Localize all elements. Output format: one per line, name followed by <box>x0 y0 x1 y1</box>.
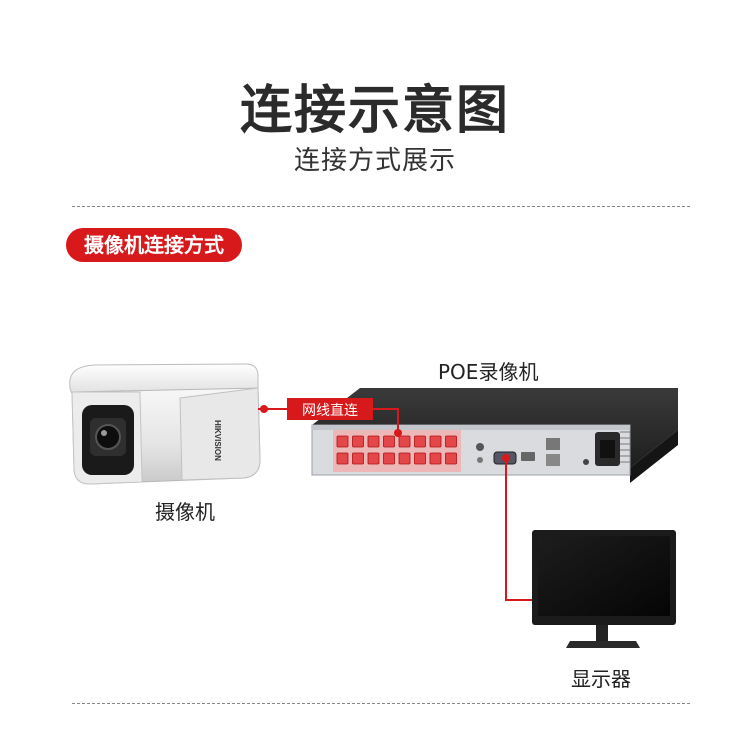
nvr-label: POE录像机 <box>438 360 539 384</box>
cable-label-bg <box>287 398 373 420</box>
poe-port <box>383 452 395 465</box>
top-divider <box>72 206 690 207</box>
poe-port <box>352 452 364 465</box>
page-subtitle: 连接方式展示 <box>293 146 456 176</box>
camera-port-dot <box>260 405 268 413</box>
poe-port <box>445 435 457 448</box>
poe-port <box>367 435 380 448</box>
bottom-divider <box>72 703 690 704</box>
poe-port <box>445 452 457 465</box>
poe-port <box>398 452 411 465</box>
vga-port-dot <box>502 454 510 462</box>
poe-port <box>336 452 349 465</box>
poe-port <box>414 452 426 465</box>
camera-label: 摄像机 <box>155 500 215 524</box>
poe-port <box>398 435 411 448</box>
poe-port <box>352 435 364 448</box>
poe-port <box>429 435 442 448</box>
camera-icon: HIKVISION <box>69 363 261 485</box>
camera-brand-text: HIKVISION <box>213 420 222 461</box>
poe-port <box>414 435 426 448</box>
nvr-icon <box>311 388 678 483</box>
cable-label: 网线直连 <box>302 402 358 419</box>
page-title: 连接示意图 <box>239 81 510 141</box>
poe-port <box>336 435 349 448</box>
nvr-port-dot <box>394 429 402 437</box>
monitor-label: 显示器 <box>571 667 631 691</box>
monitor-icon <box>532 530 676 648</box>
poe-port <box>383 435 395 448</box>
poe-port <box>367 452 380 465</box>
poe-port <box>429 452 442 465</box>
section-badge: 摄像机连接方式 <box>66 228 242 262</box>
